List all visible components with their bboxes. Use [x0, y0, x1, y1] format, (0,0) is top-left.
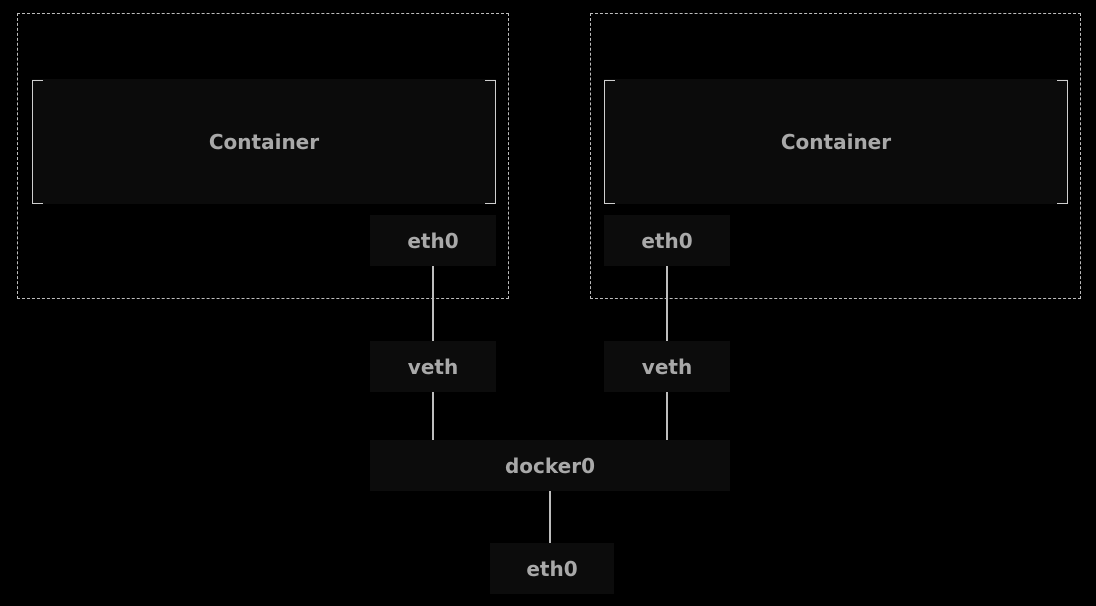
host-eth0: eth0 [490, 543, 614, 594]
link-veth-bridge-left [432, 392, 434, 440]
eth0-label: eth0 [407, 228, 459, 253]
host-eth0-label: eth0 [526, 556, 578, 581]
bracket-right [485, 80, 496, 204]
namespace-boundary-right [590, 13, 1081, 299]
container-left: Container [32, 79, 496, 204]
bracket-right [1057, 80, 1068, 204]
link-eth0-veth-left [432, 266, 434, 341]
container-eth0-left: eth0 [370, 215, 496, 266]
docker0-bridge: docker0 [370, 440, 730, 491]
bracket-left [604, 80, 615, 204]
container-right: Container [604, 79, 1068, 204]
container-label: Container [208, 129, 320, 154]
bridge-label: docker0 [504, 453, 596, 478]
veth-right: veth [604, 341, 730, 392]
link-bridge-host-eth0 [549, 491, 551, 543]
namespace-boundary-left [17, 13, 509, 299]
eth0-label: eth0 [641, 228, 693, 253]
container-eth0-right: eth0 [604, 215, 730, 266]
link-veth-bridge-right [666, 392, 668, 440]
container-label: Container [780, 129, 892, 154]
link-eth0-veth-right [666, 266, 668, 341]
veth-label: veth [407, 354, 459, 379]
veth-label: veth [641, 354, 693, 379]
bracket-left [32, 80, 43, 204]
veth-left: veth [370, 341, 496, 392]
